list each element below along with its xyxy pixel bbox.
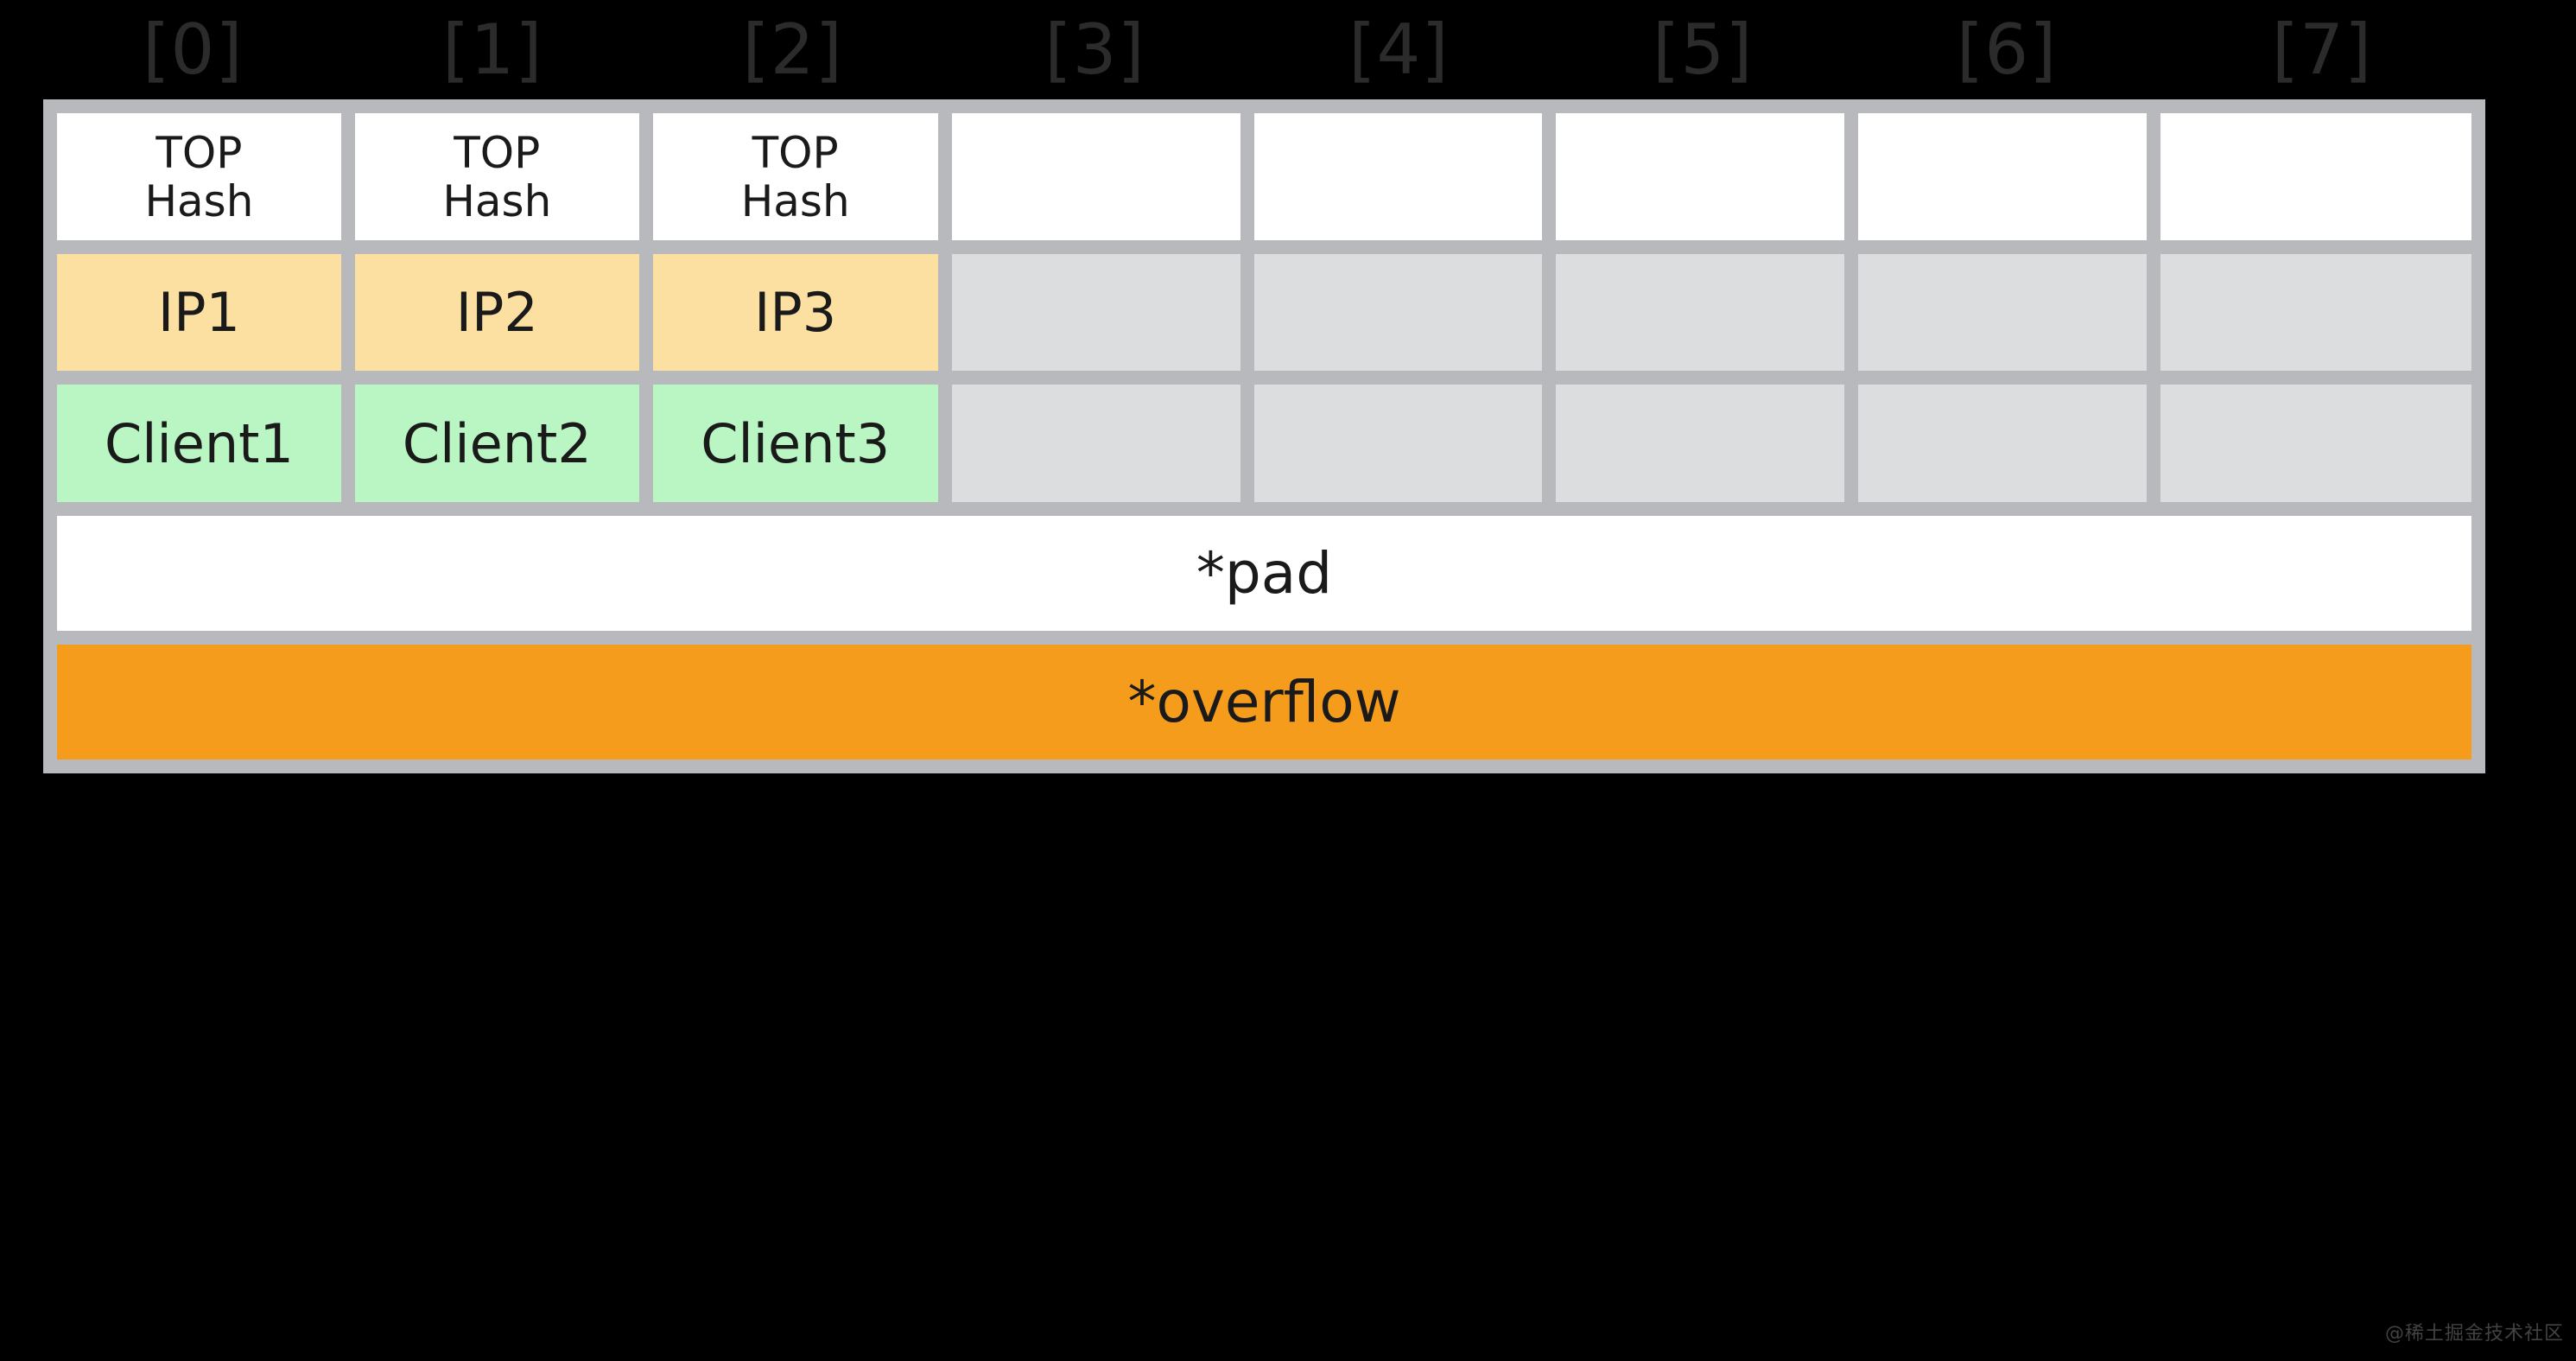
cell-client-5 xyxy=(1556,385,1845,502)
pad-cell: *pad xyxy=(57,516,2471,631)
cell-client-7 xyxy=(2160,385,2471,502)
bucket-index-label-4: [4] xyxy=(1348,9,1450,90)
cell-client-0: Client1 xyxy=(57,385,341,502)
cell-ip-2: IP3 xyxy=(652,254,938,371)
bucket-index-header: [0] [1] [2] [3] [4] [5] [6] [7] xyxy=(43,0,2485,99)
cell-client-3 xyxy=(951,385,1240,502)
cell-hash-6 xyxy=(1858,113,2148,240)
watermark: @稀土掘金技术社区 xyxy=(2384,1323,2564,1345)
bucket-index-label-0: [0] xyxy=(143,9,244,90)
bucket-index-label-3: [3] xyxy=(1044,9,1145,90)
cell-hash-3 xyxy=(951,113,1240,240)
cell-ip-6 xyxy=(1858,254,2148,371)
bucket-index-label-1: [1] xyxy=(442,9,543,90)
cell-client-6 xyxy=(1858,385,2148,502)
cell-client-4 xyxy=(1253,385,1543,502)
cell-ip-7 xyxy=(2160,254,2471,371)
cell-ip-4 xyxy=(1253,254,1543,371)
table-row-overflow: *overflow xyxy=(43,645,2485,760)
cell-hash-4 xyxy=(1253,113,1543,240)
cell-ip-5 xyxy=(1556,254,1845,371)
cell-client-1: Client2 xyxy=(354,385,639,502)
bucket-index-label-7: [7] xyxy=(2271,9,2373,90)
cell-ip-1: IP2 xyxy=(354,254,639,371)
cell-ip-0: IP1 xyxy=(57,254,341,371)
cell-client-2: Client3 xyxy=(652,385,938,502)
overflow-cell: *overflow xyxy=(57,645,2471,760)
bucket-index-label-6: [6] xyxy=(1957,9,2058,90)
cell-ip-3 xyxy=(951,254,1240,371)
cell-hash-7 xyxy=(2160,113,2471,240)
bucket-index-label-5: [5] xyxy=(1653,9,1754,90)
cell-hash-5 xyxy=(1556,113,1845,240)
bucket-index-label-2: [2] xyxy=(742,9,843,90)
table-row-pad: *pad xyxy=(43,516,2485,631)
